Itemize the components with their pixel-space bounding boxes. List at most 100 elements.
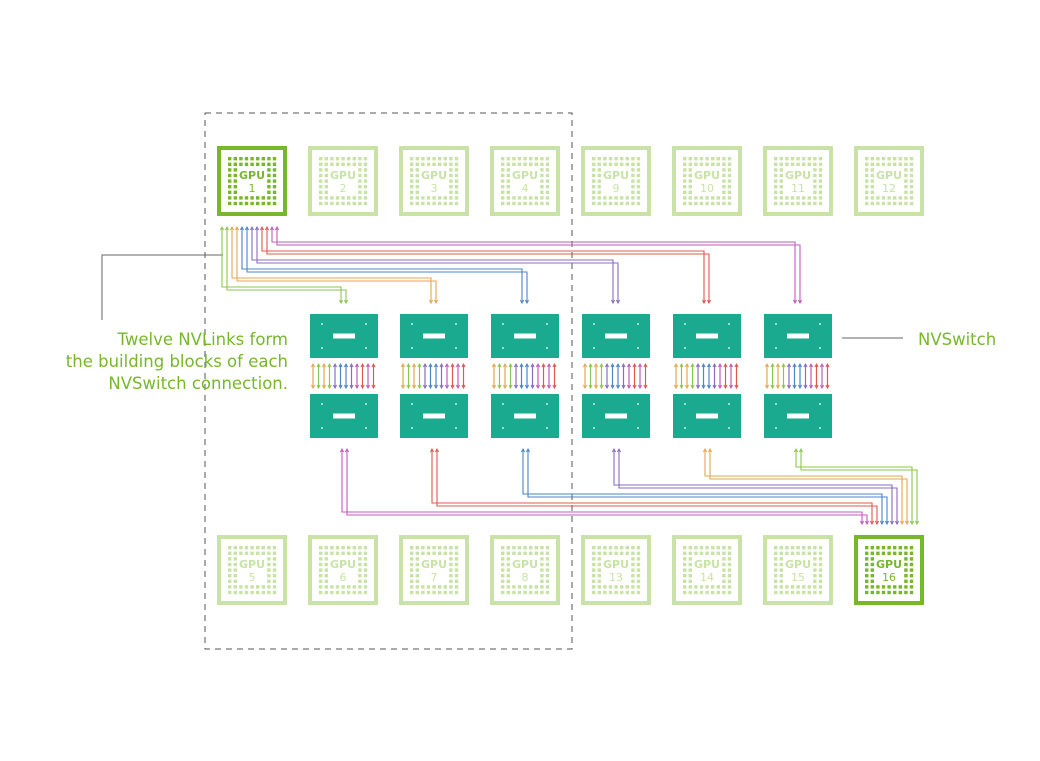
die-cell — [865, 551, 869, 555]
nvlink-gpu16 — [436, 450, 878, 523]
nvswitch-pin — [684, 427, 686, 429]
die-cell — [324, 185, 328, 189]
die-cell — [438, 590, 442, 595]
nvswitch-4 — [400, 394, 468, 438]
die-cell — [517, 551, 522, 555]
nvlink-arrow — [349, 384, 354, 390]
die-cell — [228, 585, 232, 589]
die-cell — [818, 201, 823, 206]
die-cell — [421, 551, 425, 555]
die-cell — [410, 551, 414, 555]
die-cell — [352, 201, 356, 206]
die-cell — [592, 190, 596, 194]
die-cell — [267, 168, 271, 172]
die-cell — [432, 196, 436, 200]
die-cell — [449, 568, 453, 572]
die-cell — [802, 546, 806, 550]
die-cell — [449, 585, 453, 589]
nvswitch-pin — [411, 427, 413, 429]
die-cell — [909, 190, 914, 194]
die-cell — [870, 179, 874, 183]
nvlink-arrow — [701, 362, 706, 368]
die-cell — [790, 201, 795, 206]
die-cell — [865, 168, 869, 172]
nvlink-arrow — [411, 362, 417, 368]
die-cell — [813, 590, 817, 595]
die-cell — [363, 190, 368, 194]
die-cell — [705, 157, 709, 161]
die-cell — [779, 562, 783, 567]
die-cell — [250, 551, 254, 555]
nvlink-arrow — [360, 362, 365, 368]
die-cell — [347, 551, 351, 555]
die-cell — [904, 551, 908, 555]
nvlink-arrow — [797, 384, 803, 390]
die-cell — [545, 157, 550, 161]
die-cell — [705, 196, 709, 200]
die-cell — [335, 590, 340, 595]
die-cell — [517, 201, 522, 206]
nvlink-arrow — [327, 362, 332, 368]
die-cell — [705, 551, 709, 555]
nvlink-arrow — [450, 384, 455, 390]
gpu-number: 5 — [249, 571, 256, 584]
nvlink-arrow — [610, 299, 616, 305]
nvlink-gpu16 — [704, 450, 903, 523]
die-cell — [818, 168, 823, 172]
die-cell — [887, 585, 891, 589]
die-cell — [540, 546, 544, 550]
nvswitch-pin — [775, 323, 777, 325]
nvlink-arrow — [717, 362, 723, 368]
die-cell — [523, 546, 527, 550]
die-cell — [876, 585, 880, 589]
die-cell — [267, 546, 271, 550]
die-cell — [432, 157, 436, 161]
nvlink-gpu16 — [346, 450, 868, 523]
die-cell — [239, 162, 243, 166]
die-cell — [865, 190, 869, 194]
gpu-label-bg — [419, 167, 449, 195]
die-cell — [415, 162, 419, 166]
die-cell — [898, 201, 902, 206]
die-cell — [636, 562, 641, 567]
gpu-word: GPU — [785, 169, 811, 182]
die-cell — [614, 157, 618, 161]
die-cell — [904, 179, 908, 183]
die-cell — [813, 574, 817, 578]
die-cell — [727, 157, 732, 161]
nvlink-arrow — [316, 384, 321, 390]
die-cell — [432, 590, 436, 595]
gpu-die-pattern — [410, 546, 459, 595]
die-cell — [438, 196, 442, 200]
die-cell — [904, 579, 908, 583]
die-cell — [881, 546, 886, 550]
die-cell — [256, 162, 260, 166]
die-cell — [807, 551, 811, 555]
die-cell — [597, 179, 601, 183]
gpu-label-bg — [237, 556, 267, 584]
die-cell — [341, 201, 345, 206]
die-cell — [807, 162, 811, 166]
nvlink-arrow — [695, 384, 701, 390]
nvswitch-pin — [455, 323, 457, 325]
nvlink-arrow — [428, 362, 433, 368]
die-cell — [636, 557, 641, 561]
die-cell — [501, 201, 505, 206]
die-cell — [319, 579, 323, 583]
die-cell — [683, 196, 687, 200]
gpu-die-pattern — [683, 157, 732, 206]
die-cell — [233, 579, 237, 583]
die-cell — [705, 590, 709, 595]
die-cell — [727, 551, 732, 555]
nvswitch-slot — [514, 413, 536, 419]
die-cell — [512, 590, 516, 595]
die-cell — [410, 201, 414, 206]
die-cell — [865, 579, 869, 583]
die-cell — [683, 562, 687, 567]
die-cell — [818, 590, 823, 595]
die-cell — [631, 579, 635, 583]
nvswitch-2 — [310, 394, 378, 438]
nvlink-arrow — [914, 520, 920, 526]
die-cell — [250, 157, 254, 161]
